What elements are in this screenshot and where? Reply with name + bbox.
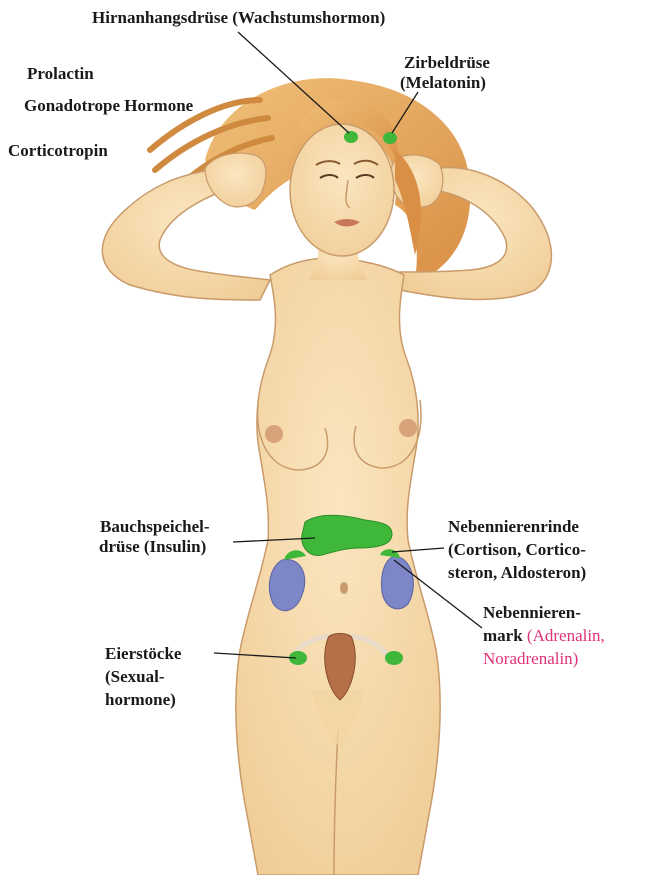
ovary-right xyxy=(385,651,403,665)
label-prolactin: Prolactin xyxy=(27,64,94,84)
label-cortex-line3: steron, Aldosteron) xyxy=(448,563,586,583)
face xyxy=(290,124,394,256)
nipple-left xyxy=(265,425,283,443)
label-cortex-line1: Nebennierenrinde xyxy=(448,517,579,537)
pineal-gland xyxy=(383,132,397,144)
label-medulla-mark: mark xyxy=(483,626,523,645)
navel xyxy=(340,582,348,594)
label-ovary-line2: (Sexual- xyxy=(105,667,165,687)
label-medulla-line3: Noradrenalin) xyxy=(483,649,578,669)
label-hypophysis: Hirnanhangsdrüse (Wachstumshormon) xyxy=(92,8,385,28)
label-medulla-line2: mark (Adrenalin, xyxy=(483,626,605,646)
label-ovary-line3: hormone) xyxy=(105,690,176,710)
nipple-right xyxy=(399,419,417,437)
label-pancreas-line1: Bauchspeichel- xyxy=(100,517,210,537)
label-ovary-line1: Eierstöcke xyxy=(105,644,181,664)
left-hand xyxy=(205,153,266,207)
label-pineal-line2: (Melatonin) xyxy=(400,73,486,93)
label-pancreas-line2: drüse (Insulin) xyxy=(99,537,206,557)
label-medulla-adrenalin: (Adrenalin, xyxy=(527,626,605,645)
label-pineal-line1: Zirbeldrüse xyxy=(404,53,490,73)
label-cortex-line2: (Cortison, Cortico- xyxy=(448,540,586,560)
label-gonadotrope: Gonadotrope Hormone xyxy=(24,96,193,116)
label-medulla-line1: Nebennieren- xyxy=(483,603,581,623)
label-corticotropin: Corticotropin xyxy=(8,141,108,161)
pituitary-gland xyxy=(344,131,358,143)
